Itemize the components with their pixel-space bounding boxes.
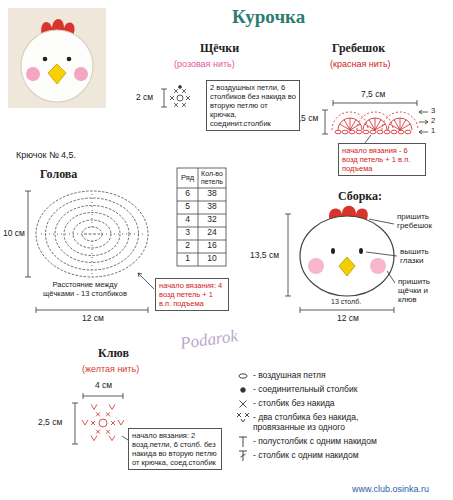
chick-photo — [8, 8, 106, 108]
table-cell: 10 — [198, 254, 226, 264]
instruction-text: начало вязания: 2 возд.петли, 6 столб. б… — [132, 431, 218, 467]
row-number: 2 — [431, 117, 435, 126]
dimension: 2 см — [136, 93, 153, 103]
cheek — [74, 67, 88, 81]
instruction-box: начало вязания: 2 возд.петли, 6 столб. б… — [128, 428, 222, 470]
watermark: Podarok — [179, 326, 239, 353]
instruction-text: начало вязания - 6 возд петель + 1 в.п. … — [342, 146, 422, 173]
row-table — [177, 168, 226, 266]
beak-chart — [82, 404, 124, 440]
legend-text: - воздушная петля — [253, 371, 403, 381]
assembly-drawing — [285, 206, 397, 313]
assembly-note: вышить глазки — [400, 247, 448, 265]
beak-dimensions — [72, 393, 128, 444]
eye — [43, 57, 48, 62]
table-cell: 38 — [198, 189, 226, 199]
table-cell: 5 — [177, 202, 198, 212]
table-cell: 32 — [198, 215, 226, 225]
table-cell: 4 — [177, 215, 198, 225]
cheek-chart — [161, 86, 190, 107]
table-cell: 16 — [198, 241, 226, 251]
dimension: 2,5 см — [38, 418, 62, 428]
legend-symbols — [237, 374, 249, 461]
eye — [67, 57, 72, 62]
note: Расстояние между щёчками - 13 столбиков — [38, 281, 132, 298]
legend-text: - столбик без накида — [253, 399, 403, 409]
instruction-box: 2 воздушных петли, 6 столбиков без накид… — [206, 80, 300, 131]
instruction-text: начало вязания: 4 возд петель + 1 в.п. п… — [159, 281, 225, 308]
row-number: 3 — [431, 107, 435, 116]
title: Курочка — [232, 6, 305, 28]
section-heading: Голова — [40, 168, 77, 182]
hook-note: Крючок № 4,5. — [16, 150, 76, 160]
head-dimensions — [25, 191, 154, 313]
comb-dimensions — [322, 100, 428, 143]
dimension: 13,5 см — [250, 251, 279, 261]
head-chart — [36, 191, 148, 277]
table-cell: 6 — [177, 189, 198, 199]
dimension: 4 см — [95, 381, 112, 391]
instruction-text: 2 воздушных петли, 6 столбиков без накид… — [210, 83, 296, 128]
section-heading: Щёчки — [200, 42, 239, 56]
dimension: 12 см — [82, 314, 104, 324]
row-number: 1 — [431, 127, 435, 136]
table-header: Ряд — [177, 174, 198, 183]
table-cell: 2 — [177, 241, 198, 251]
table-cell: 1 — [177, 254, 198, 264]
table-cell: 3 — [177, 228, 198, 238]
table-cell: 38 — [198, 202, 226, 212]
legend-text: - столбик с одним накидом — [253, 451, 403, 461]
cheek — [26, 67, 40, 81]
dimension: 7,5 см — [361, 90, 385, 100]
dimension: 10 см — [3, 229, 25, 239]
section-heading: Гребешок — [332, 42, 385, 56]
legend-text: - полустолбик с одним накидом — [253, 437, 403, 447]
legend-text: - соединительный столбик — [253, 385, 403, 395]
yarn-note: (красная нить) — [330, 59, 391, 69]
yarn-note: (розовая нить) — [174, 59, 235, 69]
instruction-box: начало вязания: 4 возд петель + 1 в.п. п… — [155, 278, 229, 311]
photo-ground — [8, 8, 106, 108]
head — [21, 30, 93, 102]
dimension: 12 см — [337, 314, 359, 324]
assembly-note: пришить гребешок — [397, 212, 449, 230]
section-heading: Клюв — [98, 347, 129, 361]
assembly-note: пришить щёчки и клюв — [398, 277, 448, 305]
section-heading: Сборка: — [338, 190, 382, 204]
table-cell: 24 — [198, 228, 226, 238]
table-header: Кол-во петель — [198, 170, 226, 186]
yarn-note: (желтая нить) — [82, 364, 139, 374]
instruction-box: начало вязания - 6 возд петель + 1 в.п. … — [338, 143, 426, 176]
beak — [48, 64, 66, 84]
stitch-count: 13 столб. — [331, 298, 361, 306]
website: www.club.osinka.ru — [352, 484, 429, 494]
legend-text: - два столбика без накида, провязанные и… — [253, 413, 403, 433]
comb-chart — [332, 112, 418, 134]
